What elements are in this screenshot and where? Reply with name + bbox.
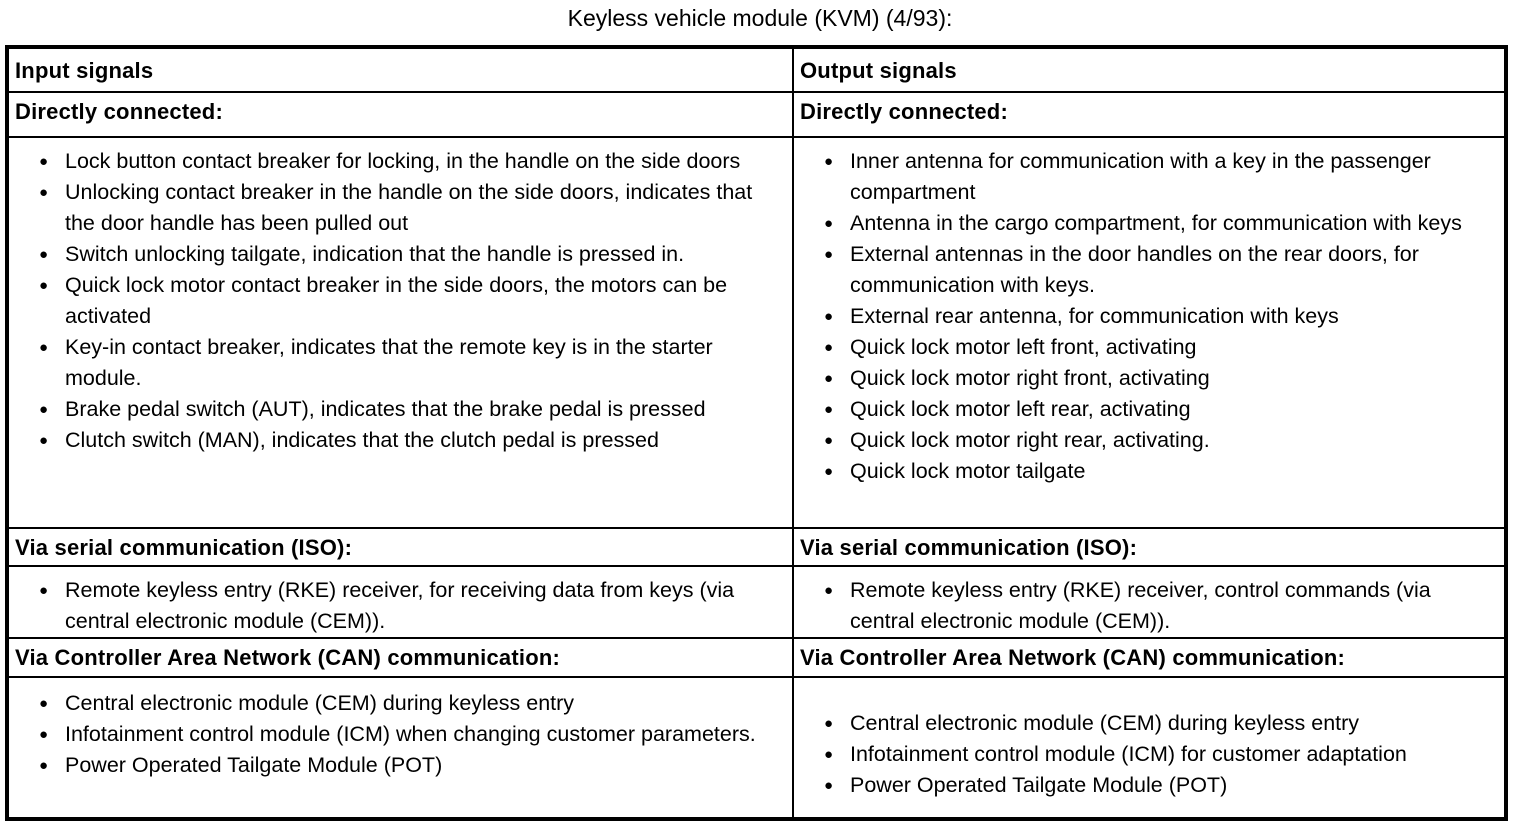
bullet-icon: ●	[824, 153, 834, 170]
input-can-heading: Via Controller Area Network (CAN) commun…	[9, 639, 794, 678]
list-item-text: External rear antenna, for communication…	[850, 304, 1339, 328]
bullet-icon: ●	[824, 401, 834, 418]
list-item-text: Key-in contact breaker, indicates that t…	[65, 335, 713, 390]
list-item-text: Quick lock motor left rear, activating	[850, 397, 1191, 421]
list-item: ● Remote keyless entry (RKE) receiver, fo…	[15, 575, 788, 637]
list-item: ● Brake pedal switch (AUT), indicates tha…	[15, 394, 788, 425]
bullet-icon: ●	[824, 308, 834, 325]
list-item-text: Lock button contact breaker for locking,…	[65, 149, 741, 173]
list-item: ● Inner antenna for communication with a …	[800, 146, 1500, 208]
list-item: ● Switch unlocking tailgate, indication t…	[15, 239, 788, 270]
output-iso-list: ● Remote keyless entry (RKE) receiver, co…	[800, 575, 1500, 637]
list-item: ● Quick lock motor right rear, activating…	[800, 425, 1500, 456]
bullet-icon: ●	[39, 757, 49, 774]
bullet-icon: ●	[39, 246, 49, 263]
signal-table: Input signals Output signals Directly co…	[5, 45, 1508, 821]
output-can-list-cell: ● Central electronic module (CEM) during …	[794, 678, 1504, 817]
list-item: ● Key-in contact breaker, indicates that …	[15, 332, 788, 394]
list-item: ● Infotainment control module (ICM) when …	[15, 719, 788, 750]
list-item: ● Unlocking contact breaker in the handle…	[15, 177, 788, 239]
bullet-icon: ●	[824, 432, 834, 449]
list-item: ● Quick lock motor left rear, activating	[800, 394, 1500, 425]
bullet-icon: ●	[39, 695, 49, 712]
list-item-text: Remote keyless entry (RKE) receiver, con…	[850, 578, 1431, 633]
list-item: ● Quick lock motor right front, activatin…	[800, 363, 1500, 394]
list-item: ● Remote keyless entry (RKE) receiver, co…	[800, 575, 1500, 637]
bullet-icon: ●	[824, 715, 834, 732]
bullet-icon: ●	[39, 277, 49, 294]
output-can-heading: Via Controller Area Network (CAN) commun…	[794, 639, 1504, 678]
list-item-text: Quick lock motor right front, activating	[850, 366, 1210, 390]
bullet-icon: ●	[824, 246, 834, 263]
list-item-text: Clutch switch (MAN), indicates that the …	[65, 428, 659, 452]
input-can-list: ● Central electronic module (CEM) during …	[15, 688, 788, 781]
input-signals-header: Input signals	[9, 49, 794, 93]
list-item-text: Inner antenna for communication with a k…	[850, 149, 1431, 204]
bullet-icon: ●	[39, 726, 49, 743]
list-item: ● Infotainment control module (ICM) for c…	[800, 739, 1500, 770]
list-item-text: Quick lock motor left front, activating	[850, 335, 1197, 359]
input-directly-connected-list-cell: ● Lock button contact breaker for locking…	[9, 138, 794, 529]
bullet-icon: ●	[39, 153, 49, 170]
list-item: ● Quick lock motor contact breaker in the…	[15, 270, 788, 332]
list-item: ● Lock button contact breaker for locking…	[15, 146, 788, 177]
output-directly-connected-list: ● Inner antenna for communication with a …	[800, 146, 1500, 487]
bullet-icon: ●	[39, 339, 49, 356]
list-item: ● Clutch switch (MAN), indicates that the…	[15, 425, 788, 456]
list-item: ● Power Operated Tailgate Module (POT)	[800, 770, 1500, 801]
list-item-text: Quick lock motor right rear, activating.	[850, 428, 1210, 452]
list-item-text: Infotainment control module (ICM) when c…	[65, 722, 756, 746]
list-item-text: Central electronic module (CEM) during k…	[850, 711, 1360, 735]
list-item-text: Infotainment control module (ICM) for cu…	[850, 742, 1407, 766]
input-iso-heading: Via serial communication (ISO):	[9, 529, 794, 567]
list-item-text: Power Operated Tailgate Module (POT)	[850, 773, 1228, 797]
list-item-text: Unlocking contact breaker in the handle …	[65, 180, 753, 235]
output-can-list: ● Central electronic module (CEM) during …	[800, 708, 1500, 801]
bullet-icon: ●	[824, 370, 834, 387]
bullet-icon: ●	[824, 215, 834, 232]
list-item-text: Power Operated Tailgate Module (POT)	[65, 753, 443, 777]
bullet-icon: ●	[39, 184, 49, 201]
list-item: ● Quick lock motor left front, activating	[800, 332, 1500, 363]
list-item-text: Quick lock motor contact breaker in the …	[65, 273, 728, 328]
list-item: ● Power Operated Tailgate Module (POT)	[15, 750, 788, 781]
input-directly-connected-heading: Directly connected:	[9, 93, 794, 138]
list-item-text: Brake pedal switch (AUT), indicates that…	[65, 397, 706, 421]
list-item: ● Antenna in the cargo compartment, for c…	[800, 208, 1500, 239]
input-iso-list: ● Remote keyless entry (RKE) receiver, fo…	[15, 575, 788, 637]
list-item-text: Antenna in the cargo compartment, for co…	[850, 211, 1462, 235]
list-item: ● Quick lock motor tailgate	[800, 456, 1500, 487]
bullet-icon: ●	[824, 339, 834, 356]
list-item-text: Central electronic module (CEM) during k…	[65, 691, 575, 715]
page-title: Keyless vehicle module (KVM) (4/93):	[567, 5, 953, 31]
output-directly-connected-heading: Directly connected:	[794, 93, 1504, 138]
bullet-icon: ●	[824, 777, 834, 794]
input-directly-connected-list: ● Lock button contact breaker for locking…	[15, 146, 788, 456]
list-item: ● Central electronic module (CEM) during …	[15, 688, 788, 719]
list-item-text: Quick lock motor tailgate	[850, 459, 1086, 483]
bullet-icon: ●	[824, 582, 834, 599]
output-iso-heading: Via serial communication (ISO):	[794, 529, 1504, 567]
list-item: ● External antennas in the door handles o…	[800, 239, 1500, 301]
bullet-icon: ●	[39, 401, 49, 418]
list-item: ● External rear antenna, for communicatio…	[800, 301, 1500, 332]
bullet-icon: ●	[39, 432, 49, 449]
list-item-text: Switch unlocking tailgate, indication th…	[65, 242, 685, 266]
output-signals-header: Output signals	[794, 49, 1504, 93]
output-iso-list-cell: ● Remote keyless entry (RKE) receiver, co…	[794, 567, 1504, 639]
input-iso-list-cell: ● Remote keyless entry (RKE) receiver, fo…	[9, 567, 794, 639]
bullet-icon: ●	[824, 463, 834, 480]
list-item-text: Remote keyless entry (RKE) receiver, for…	[65, 578, 735, 633]
output-directly-connected-list-cell: ● Inner antenna for communication with a …	[794, 138, 1504, 529]
bullet-icon: ●	[824, 746, 834, 763]
bullet-icon: ●	[39, 582, 49, 599]
input-can-list-cell: ● Central electronic module (CEM) during …	[9, 678, 794, 817]
list-item: ● Central electronic module (CEM) during …	[800, 708, 1500, 739]
list-item-text: External antennas in the door handles on…	[850, 242, 1419, 297]
